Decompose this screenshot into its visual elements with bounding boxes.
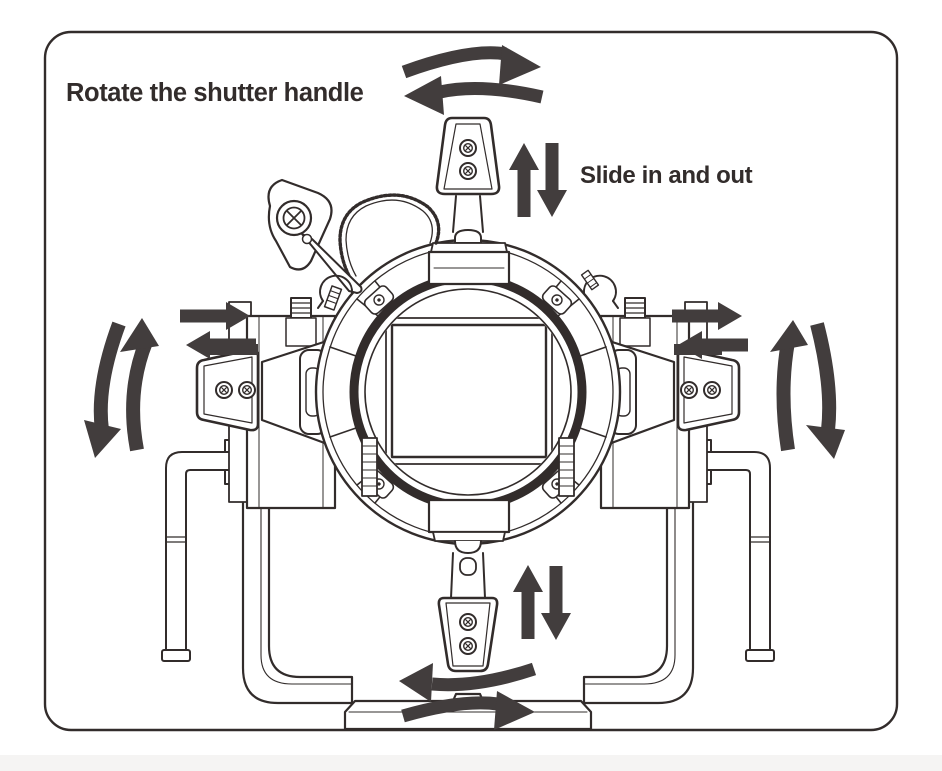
bottom-mount — [427, 498, 511, 599]
rotate-ccw-arrow-top — [404, 76, 544, 115]
ring-screw-plate-ne — [541, 285, 573, 315]
shutter-handle-right — [676, 348, 741, 432]
slide-arrows-right — [672, 302, 748, 359]
lock-lever — [267, 178, 441, 311]
slide-arrows-bottom — [513, 565, 571, 640]
slide-arrows-top — [509, 143, 567, 217]
bottom-strip — [0, 755, 942, 771]
arrows — [84, 45, 845, 730]
ring-clamp-right — [580, 269, 619, 309]
shutter-handle-left — [195, 348, 260, 432]
rotate-arrow-left-down — [84, 321, 126, 458]
ring-screw-plate-nw — [363, 285, 395, 315]
line-art — [43, 30, 899, 732]
slide-label: Slide in and out — [580, 162, 753, 189]
shutter-handle-top — [435, 116, 501, 196]
rotate-arrow-left-up — [120, 318, 159, 452]
aperture — [366, 299, 570, 485]
rotate-ccw-arrow-bottom — [399, 662, 537, 702]
rotate-label: Rotate the shutter handle — [66, 79, 364, 107]
vent-grille-right — [558, 437, 575, 497]
vent-grille-left — [361, 437, 378, 497]
rotate-cw-arrow-bottom — [401, 691, 535, 730]
ring-clamp-left — [317, 274, 354, 309]
top-mount — [427, 195, 511, 286]
slide-arrows-left — [180, 302, 258, 359]
shutter-handle-bottom — [437, 596, 499, 673]
lens-ring — [314, 238, 622, 546]
rotate-arrow-right-down — [806, 322, 845, 459]
rotate-cw-arrow-top — [401, 45, 541, 85]
serrated-cable — [338, 193, 441, 283]
rotate-arrow-right-up — [770, 320, 808, 452]
